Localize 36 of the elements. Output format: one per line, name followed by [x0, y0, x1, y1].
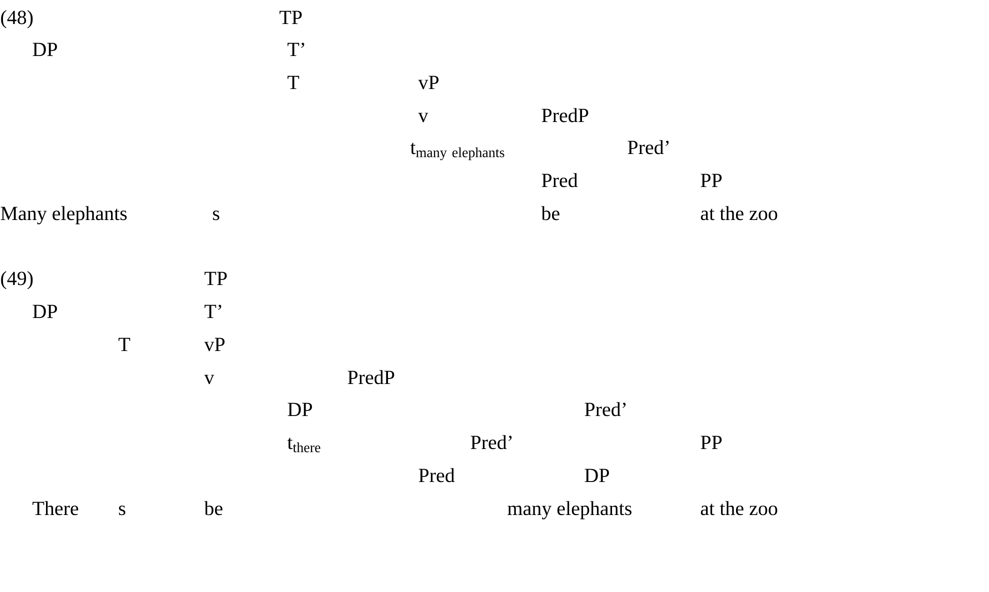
tree-label: PredP: [348, 370, 394, 384]
tree-label: DP: [32, 304, 57, 318]
tree-label: PP: [700, 174, 722, 187]
tree-label: DP: [32, 42, 57, 56]
tree-label: T: [118, 338, 130, 351]
tree-label: be: [541, 206, 560, 220]
tree-label: TP: [280, 10, 302, 24]
tree-label: Many elephants: [0, 206, 127, 224]
tree-label: (48): [1, 10, 33, 28]
tree-label: v: [418, 112, 428, 122]
tree-label: Pred: [418, 468, 455, 482]
tree-label: TP: [204, 272, 227, 285]
tree-label: s: [119, 506, 126, 516]
tree-label: T’: [288, 42, 304, 56]
tree-label: T’: [204, 304, 222, 318]
tree-label: DP: [584, 468, 609, 482]
tree-label: at the zoo: [700, 501, 778, 516]
tree-label: PP: [700, 436, 722, 449]
tree-label: $\mathrm{t}_{\mathrm{many\ elephants}}$: [410, 142, 504, 160]
tree-label: DP: [288, 402, 312, 416]
tree-label: Pred’: [470, 435, 512, 450]
tree-label: Pred: [542, 173, 578, 188]
tree-label: at the zoo: [700, 206, 778, 220]
tree-label: be: [204, 501, 222, 516]
tree-label: (49): [1, 271, 33, 290]
tree-label: T: [288, 76, 300, 89]
tree-label: many elephants: [508, 501, 632, 520]
tree-label: PredP: [542, 108, 588, 122]
tree-label: vP: [418, 76, 439, 90]
tree-label: v: [204, 374, 214, 384]
tree-label: $\mathrm{t}_{\mathrm{there}}$: [287, 438, 320, 452]
tree-label: There: [32, 501, 78, 516]
tree-label: Pred’: [628, 140, 669, 154]
tree-label: Pred’: [584, 402, 626, 416]
tree-label: vP: [204, 338, 225, 352]
tree-label: s: [213, 210, 220, 220]
